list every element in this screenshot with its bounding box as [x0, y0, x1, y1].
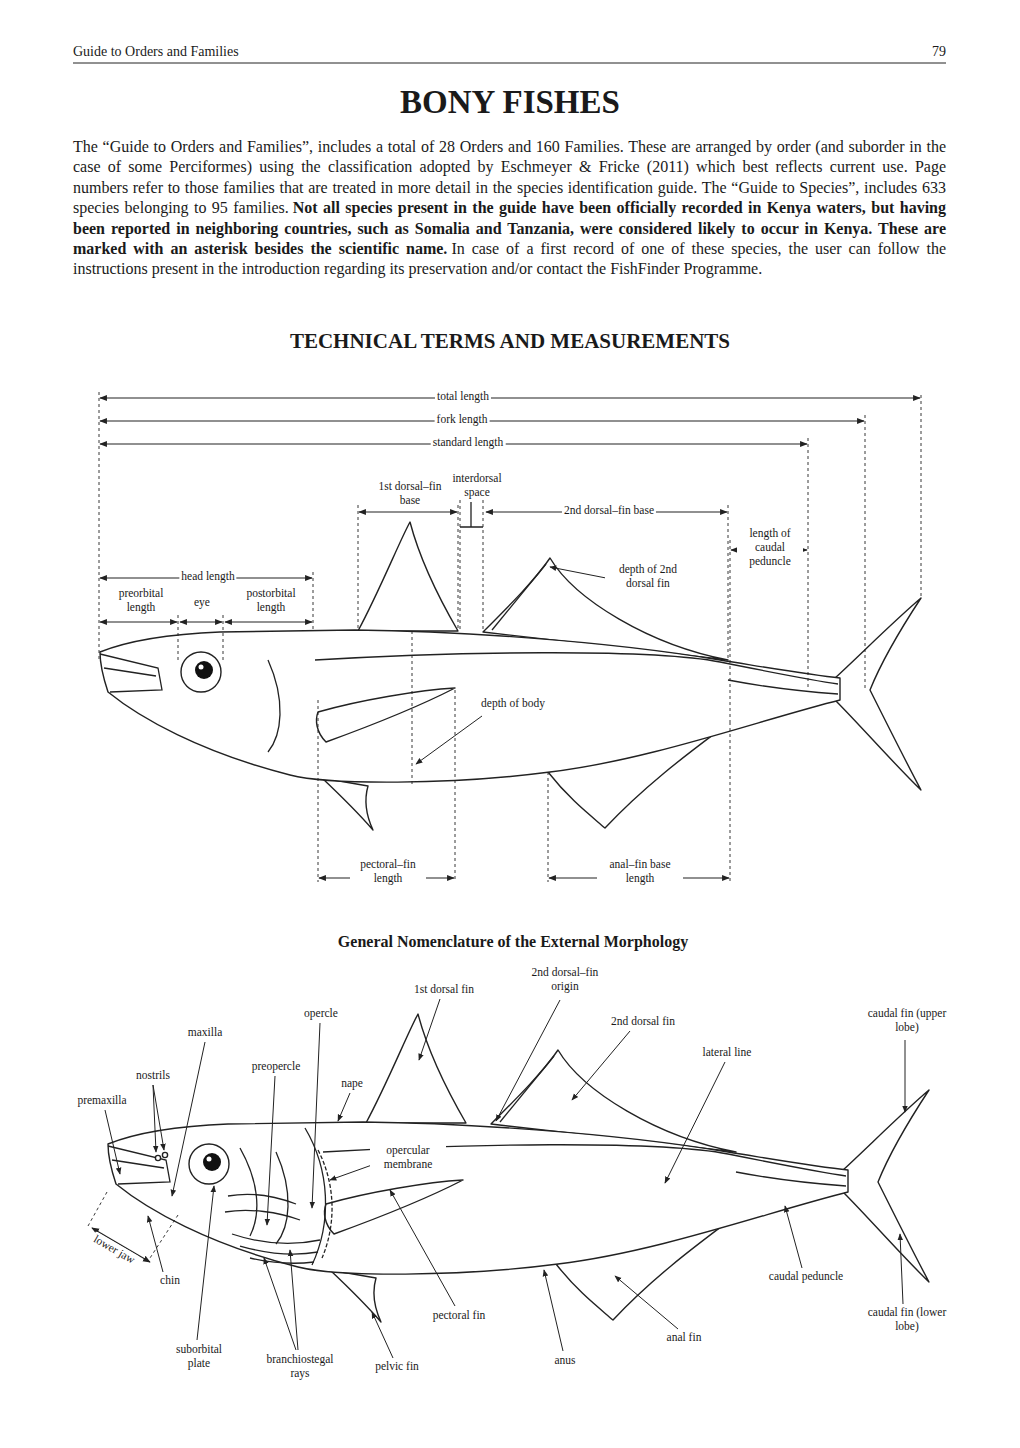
part-label: 79 [932, 44, 946, 61]
part-label: postorbital length [238, 587, 304, 615]
drawing-line [312, 1023, 320, 1208]
part-label: anal–fin base length [597, 858, 683, 886]
part-label: branchiostegal rays [257, 1353, 343, 1381]
page-title: BONY FISHES [0, 84, 1020, 121]
drawing-line [290, 1250, 298, 1350]
part-label: eye [192, 596, 212, 610]
drawing-line [267, 1076, 275, 1225]
part-label: nostrils [134, 1069, 172, 1083]
part-label: anus [552, 1354, 577, 1368]
part-label: pectoral–fin length [350, 858, 426, 886]
drawing-line [900, 1234, 903, 1304]
leader-lines [88, 999, 905, 1358]
drawing-path [318, 1150, 332, 1258]
part-label: caudal peduncle [767, 1270, 845, 1284]
drawing-path [232, 1234, 320, 1263]
drawing-line [496, 1000, 560, 1121]
part-label: length of caudal peduncle [737, 527, 803, 568]
part-label: head length [179, 570, 236, 584]
drawing-line [544, 1270, 563, 1351]
part-label: 1st dorsal fin [412, 983, 476, 997]
part-label: premaxilla [75, 1094, 128, 1108]
drawing-use [100, 522, 921, 830]
drawing-line [338, 1093, 350, 1121]
drawing-line [359, 511, 457, 512]
drawing-line [785, 1206, 802, 1268]
drawing-circle [162, 1152, 167, 1157]
drawing-line [390, 1190, 455, 1306]
part-label: chin [158, 1274, 182, 1288]
drawing-line [264, 1258, 296, 1350]
drawing-line [180, 621, 222, 622]
drawing-line [225, 621, 312, 622]
part-label: lateral line [701, 1046, 754, 1060]
drawing-line [105, 1110, 120, 1174]
part-label: maxilla [186, 1026, 225, 1040]
part-label: lower jaw [89, 1232, 139, 1269]
drawing-line [905, 1040, 906, 1112]
section-heading: TECHNICAL TERMS AND MEASUREMENTS [290, 329, 730, 354]
part-label: preorbital length [108, 587, 174, 615]
drawing-circle [155, 1155, 160, 1160]
part-label: opercular membrane [370, 1144, 446, 1172]
part-label: 1st dorsal–fin base [368, 480, 452, 508]
reference-lines [99, 392, 921, 882]
drawing-line [419, 999, 440, 1060]
drawing-path [99, 392, 921, 882]
part-label: standard length [431, 436, 506, 450]
part-label: preopercle [250, 1060, 303, 1074]
part-label: nape [339, 1077, 365, 1091]
drawing-line [665, 1062, 725, 1183]
drawing-path [460, 502, 483, 527]
part-label: 2nd dorsal–fin base [562, 504, 656, 518]
drawing-line [148, 1216, 163, 1272]
section-heading: General Nomenclature of the External Mor… [338, 932, 688, 951]
part-label: depth of body [479, 697, 547, 711]
part-label: opercle [302, 1007, 340, 1021]
drawing-line [572, 1031, 630, 1100]
drawing-line [550, 567, 606, 578]
drawing-line [372, 1312, 393, 1358]
drawing-line [153, 1085, 164, 1150]
drawing-line [100, 621, 177, 622]
drawing-path [240, 1148, 257, 1236]
part-label: fork length [435, 413, 490, 427]
part-label: suborbital plate [166, 1343, 232, 1371]
part-label: caudal fin (upper lobe) [864, 1007, 950, 1035]
part-label: interdorsal space [444, 472, 510, 500]
drawing-line [615, 1276, 678, 1329]
part-label: pelvic fin [373, 1360, 421, 1374]
drawing-path [225, 1194, 300, 1220]
drawing-line [416, 716, 482, 764]
drawing-line [172, 1042, 205, 1196]
part-label: anal fin [665, 1331, 704, 1345]
part-label: pectoral fin [431, 1309, 488, 1323]
part-label: 2nd dorsal–fin origin [522, 966, 608, 994]
part-label: caudal fin (lower lobe) [864, 1306, 950, 1334]
drawing-g [108, 1014, 929, 1322]
intro-paragraph: The “Guide to Orders and Families”, incl… [73, 137, 946, 280]
drawing-line [73, 63, 946, 64]
part-label: 2nd dorsal fin [609, 1015, 677, 1029]
part-label: depth of 2nd dorsal fin [605, 563, 691, 591]
part-label: total length [435, 390, 491, 404]
drawing-line [197, 1186, 214, 1340]
drawing-line [100, 397, 920, 398]
drawing-path [305, 1128, 326, 1265]
part-label: Guide to Orders and Families [73, 44, 239, 61]
drawing-line [330, 1165, 372, 1180]
dimension-lines [100, 398, 920, 878]
drawing-use [108, 1014, 929, 1322]
